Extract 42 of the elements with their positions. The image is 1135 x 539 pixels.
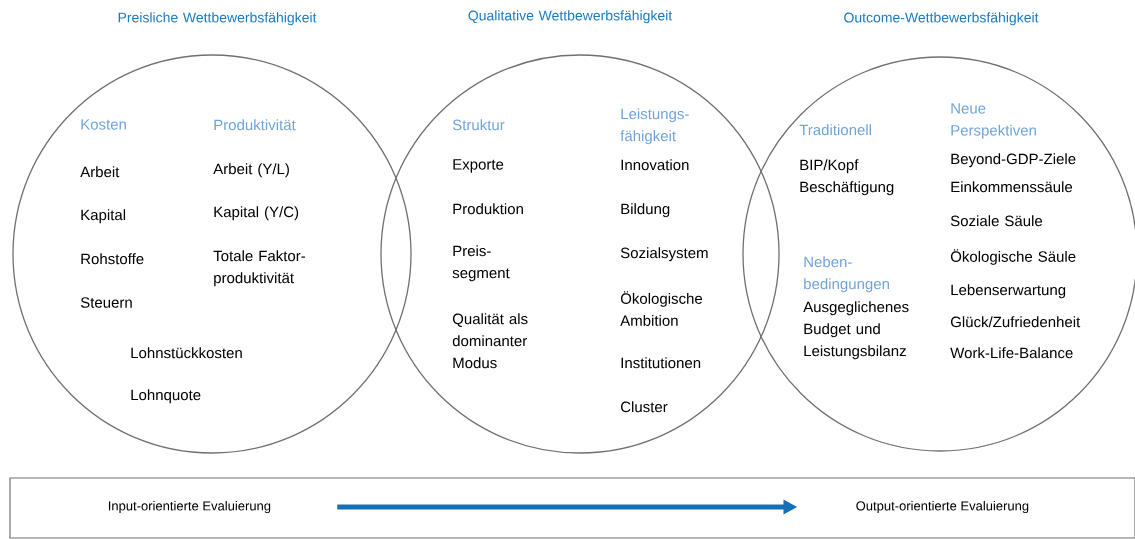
category-label: Traditionell — [799, 124, 871, 136]
list-item: Einkommenssäule — [951, 181, 1073, 193]
category-label: Leistungs- fähigkeit — [620, 108, 689, 145]
list-item: Ökologische Ambition — [620, 291, 703, 326]
list-item: Produktion — [453, 203, 523, 215]
list-item: Ökologische Säule — [950, 249, 1076, 265]
heading-text: Qualitative Wettbewerbsfähigkeit — [468, 10, 673, 24]
heading-text: Outcome-Wettbewerbsfähigkeit — [844, 12, 1039, 26]
category-label: Kosten — [81, 119, 126, 130]
evaluation-label: Output-orientierte Evaluierung — [856, 500, 1029, 514]
list-item: Institutionen — [621, 357, 701, 369]
list-item: Totale Faktor- produktivität — [213, 250, 306, 287]
list-item: BIP/Kopf — [800, 159, 859, 174]
list-item: Arbeit — [80, 166, 120, 178]
list-item: Ausgeglichenes Budget und Leistungsbilanz — [803, 301, 909, 360]
list-item: Beyond-GDP-Ziele — [951, 153, 1076, 168]
list-item: Rohstoffe — [81, 253, 144, 265]
list-item: Cluster — [621, 401, 668, 413]
list-item: Soziale Säule — [950, 215, 1043, 227]
heading-text: Preisliche Wettbewerbsfähigkeit — [118, 12, 317, 26]
list-item: Sozialsystem — [620, 247, 708, 262]
category-label: Struktur — [452, 119, 505, 131]
list-item: Preis- segment — [452, 245, 510, 282]
list-item: Steuern — [80, 297, 132, 308]
category-label: Produktivität — [214, 119, 296, 131]
category-label: Neben- bedingungen — [804, 256, 889, 293]
list-item: Lebenserwartung — [951, 284, 1066, 299]
list-item: Lohnquote — [131, 389, 201, 404]
list-item: Innovation — [621, 159, 689, 171]
list-item: Glück/Zufriedenheit — [950, 316, 1081, 328]
list-item: Work-Life-Balance — [950, 347, 1073, 359]
list-item: Exporte — [453, 159, 504, 173]
list-item: Kapital (Y/C) — [214, 206, 299, 221]
category-label: Neue Perspektiven — [951, 103, 1036, 139]
list-item: Qualität als dominanter Modus — [452, 313, 528, 369]
list-item: Bildung — [621, 203, 670, 218]
list-item: Kapital — [81, 209, 126, 224]
evaluation-label: Input-orientierte Evaluierung — [108, 500, 271, 514]
band-box — [9, 477, 1135, 539]
list-item: Beschäftigung — [800, 181, 894, 196]
list-item: Arbeit (Y/L) — [213, 163, 289, 178]
list-item: Lohnstückkosten — [131, 347, 242, 359]
